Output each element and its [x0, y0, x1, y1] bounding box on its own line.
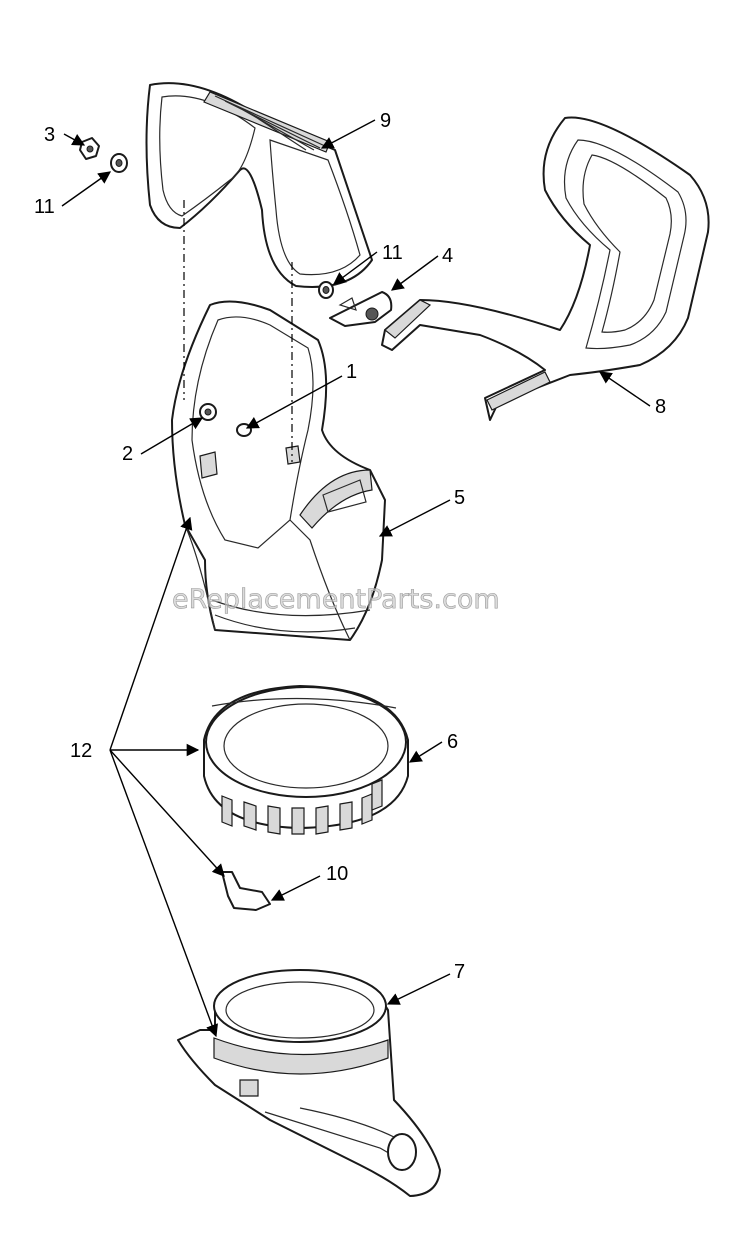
- part-4-knob: [329, 291, 393, 327]
- callout-11-left: 11: [34, 196, 55, 218]
- callout-1: 1: [346, 361, 357, 383]
- callout-labels: 3 11 9 11 4 1 2 8 5 6 10 7 12: [34, 110, 666, 983]
- part-3-nut: [79, 137, 100, 160]
- leader-lines: [61, 119, 651, 1038]
- part-7-base: [177, 969, 441, 1197]
- callout-3: 3: [44, 124, 55, 146]
- callout-5: 5: [454, 487, 465, 509]
- part-6-ring: [203, 685, 409, 835]
- alignment-lines: [183, 200, 293, 462]
- callout-7: 7: [454, 961, 465, 983]
- part-10-clip: [221, 871, 271, 911]
- part-8-handle: [381, 116, 710, 421]
- callout-6: 6: [447, 731, 458, 753]
- part-11-washer-left: [110, 153, 128, 173]
- callout-2: 2: [122, 443, 133, 465]
- part-9-chute-deflector: [145, 82, 373, 288]
- part-11-washer-right: [318, 281, 334, 299]
- callout-12: 12: [70, 740, 92, 762]
- callout-8: 8: [655, 396, 666, 418]
- callout-11-right: 11: [382, 242, 403, 264]
- callout-4: 4: [442, 245, 453, 267]
- callout-10: 10: [326, 863, 348, 885]
- callout-9: 9: [380, 110, 391, 132]
- part-5-chute-body: [171, 300, 386, 641]
- watermark-text: eReplacementParts.com: [172, 584, 500, 615]
